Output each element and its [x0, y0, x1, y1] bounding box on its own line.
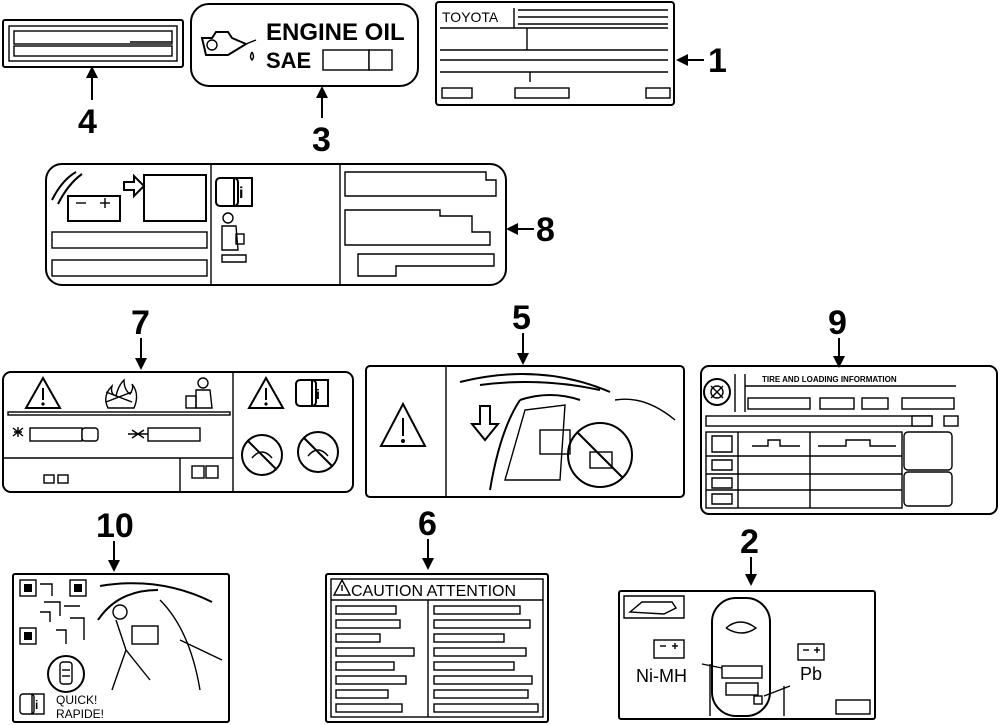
battery-icon [47, 655, 85, 693]
svg-text:i: i [316, 386, 320, 402]
engine-oil-text: ENGINE OIL [266, 19, 405, 46]
warning-triangle-icon [24, 375, 62, 409]
prohibited-icon [567, 422, 633, 488]
qr-code-icon [19, 579, 87, 645]
callout-number-6: 6 [418, 505, 437, 543]
label-10: i QUICK! RAPIDE! [12, 573, 230, 723]
callout-number-8: 8 [536, 211, 555, 249]
label-1: TOYOTA [435, 1, 675, 106]
tire-icon [703, 378, 731, 406]
callout-number-1: 1 [708, 42, 727, 80]
battery-icon [51, 171, 121, 222]
callout-number-2: 2 [740, 523, 759, 561]
callout-number-7: 7 [131, 304, 150, 342]
callout-4: 4 [78, 66, 98, 141]
callout-number-4: 4 [78, 103, 97, 141]
label-2: Ni-MH Pb [618, 590, 876, 720]
fire-icon [105, 378, 138, 409]
nimh-text: Ni-MH [636, 666, 687, 686]
svg-text:i: i [35, 698, 38, 712]
manual-icon: i [19, 693, 45, 715]
callout-6: 6 [418, 505, 437, 570]
arrow-down-icon [469, 405, 501, 442]
callout-number-10: 10 [96, 507, 134, 545]
prohibited-icon [297, 431, 339, 473]
label-9: TIRE AND LOADING INFORMATION [700, 365, 998, 515]
manual-icon [185, 377, 213, 409]
person-icon [221, 212, 247, 263]
callout-9: 9 [828, 304, 847, 368]
label-5 [365, 365, 685, 498]
prohibited-icon [241, 434, 283, 476]
caution-attention-text: CAUTION ATTENTION [351, 583, 516, 600]
label-8: i [45, 163, 507, 286]
callout-number-9: 9 [828, 304, 847, 342]
callout-5: 5 [512, 299, 531, 365]
callout-number-5: 5 [512, 299, 531, 337]
callout-8: 8 [506, 211, 555, 249]
callout-1: 1 [676, 42, 727, 80]
quick-text: QUICK! [56, 693, 97, 707]
callout-3: 3 [312, 86, 331, 159]
label-7: i [2, 371, 354, 493]
label-4 [2, 19, 184, 68]
manual-icon: i [215, 177, 253, 207]
sae-text: SAE [266, 48, 311, 73]
label-3: ENGINE OIL SAE [190, 3, 419, 87]
rapide-text: RAPIDE! [56, 707, 104, 721]
callout-10: 10 [96, 507, 134, 572]
battery-icon [653, 639, 685, 659]
callout-7: 7 [131, 304, 150, 370]
arrow-right-icon [123, 173, 146, 199]
callout-2: 2 [740, 523, 759, 586]
oil-can-icon [200, 31, 257, 61]
warning-triangle-icon [332, 578, 352, 596]
warning-triangle-icon [379, 401, 427, 447]
toyota-text: TOYOTA [442, 9, 499, 25]
tire-info-header: TIRE AND LOADING INFORMATION [762, 375, 897, 384]
label-6: CAUTION ATTENTION [325, 573, 549, 723]
pb-text: Pb [800, 664, 822, 684]
callout-number-3: 3 [312, 121, 331, 159]
svg-text:i: i [239, 185, 243, 202]
